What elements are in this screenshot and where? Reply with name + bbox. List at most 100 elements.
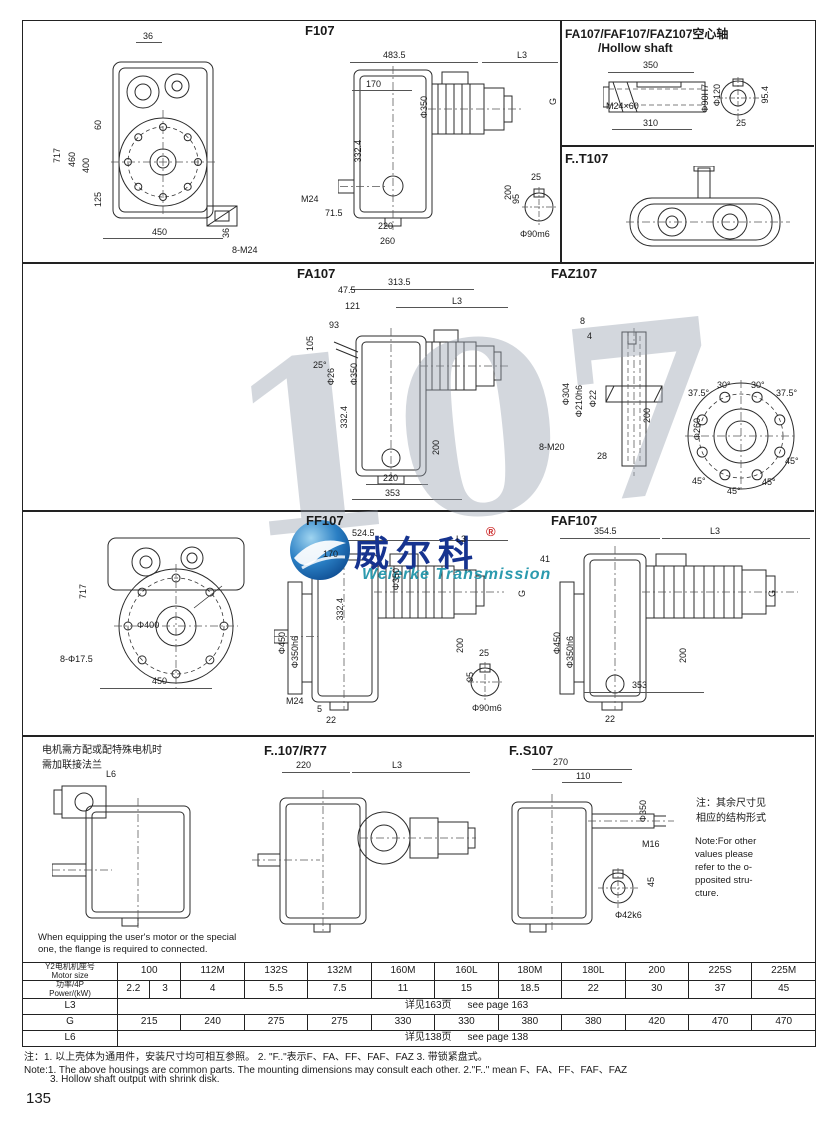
dim-label: 717 bbox=[78, 584, 88, 600]
dim-label: Φ26 bbox=[326, 368, 336, 386]
row-divider-1 bbox=[22, 262, 814, 264]
flange-note-en-line2: one, the flange is required to connected… bbox=[38, 944, 208, 955]
other-note-cn-line2: 相应的结构形式 bbox=[696, 813, 766, 824]
dim-label: M24 bbox=[301, 194, 319, 204]
dim-label: G bbox=[767, 590, 777, 598]
row-divider-3 bbox=[22, 735, 814, 737]
ff107-shaft-section-drawing bbox=[468, 662, 502, 700]
row-divider-2 bbox=[22, 510, 814, 512]
table-cell: 225M bbox=[751, 962, 816, 981]
dim-label: 260 bbox=[380, 236, 396, 246]
dim-label: 37.5° bbox=[688, 388, 710, 398]
dimension-line bbox=[560, 538, 660, 539]
dim-label: 717 bbox=[52, 148, 62, 164]
dim-label: G bbox=[517, 590, 527, 598]
dim-label: 105 bbox=[305, 336, 315, 352]
page-number: 135 bbox=[26, 1090, 52, 1107]
panel-title-ff107: FF107 bbox=[306, 513, 344, 528]
dim-label: Φ350 bbox=[638, 800, 648, 823]
table-cell: 380 bbox=[561, 1014, 626, 1031]
dim-label: 450 bbox=[152, 676, 168, 686]
dim-label: 28 bbox=[597, 451, 608, 461]
dim-label: G bbox=[548, 98, 558, 106]
panel-title-fa107: FA107 bbox=[297, 266, 336, 281]
panel-title-f107: F107 bbox=[305, 23, 335, 38]
dim-label: 125 bbox=[93, 192, 103, 208]
dimension-line bbox=[352, 499, 462, 500]
dim-label: 350 bbox=[643, 60, 659, 70]
dim-label: 36 bbox=[221, 228, 231, 239]
flange-note-cn-line2: 需加联接法兰 bbox=[42, 760, 102, 771]
dim-label: 30° bbox=[751, 380, 765, 390]
table-cell: 215 bbox=[116, 1014, 182, 1031]
footnote-cn: 注：1. 以上壳体为通用件，安装尺寸均可相互参照。 2. "F.."表示F、FA… bbox=[24, 1052, 488, 1063]
dim-label: Φ350 bbox=[419, 96, 429, 119]
table-cell: 112M bbox=[180, 962, 245, 981]
table-cell: 2.2 bbox=[117, 980, 150, 999]
hollow-panel-divider bbox=[560, 145, 814, 147]
panel-title-fr77: F..107/R77 bbox=[264, 743, 327, 758]
dim-label: 8-M20 bbox=[539, 442, 565, 452]
dimension-line bbox=[584, 692, 704, 693]
dim-label: 460 bbox=[67, 152, 77, 168]
dim-label: Φ450 bbox=[552, 632, 562, 655]
panel-title-faz107: FAZ107 bbox=[551, 266, 598, 281]
other-note-en-line2: values please bbox=[695, 849, 754, 860]
registered-mark: ® bbox=[486, 524, 496, 539]
dim-label: 524.5 bbox=[352, 528, 375, 538]
panel-title-ft107: F..T107 bbox=[565, 151, 609, 166]
dim-label: Φ90m6 bbox=[520, 229, 550, 239]
table-cell: 160L bbox=[434, 962, 499, 981]
dim-label: 313.5 bbox=[388, 277, 411, 287]
dim-label: L3 bbox=[710, 526, 721, 536]
dimension-line bbox=[482, 62, 558, 63]
dim-label: 170 bbox=[323, 549, 339, 559]
dim-label: 170 bbox=[366, 79, 382, 89]
dimension-line bbox=[532, 769, 632, 770]
dim-label: 37.5° bbox=[776, 388, 798, 398]
dim-label: 110 bbox=[576, 771, 591, 781]
dim-label: 95 bbox=[511, 194, 521, 205]
table-cell: 11 bbox=[370, 980, 436, 999]
dim-label: 220 bbox=[378, 221, 394, 231]
dim-label: 45° bbox=[692, 476, 706, 486]
table-cell: 100 bbox=[116, 962, 182, 981]
dim-label: 47.5 bbox=[338, 285, 356, 295]
dim-label: 4 bbox=[587, 331, 593, 341]
table-cell: 180L bbox=[561, 962, 626, 981]
dim-label: 95 bbox=[465, 672, 475, 683]
dim-label: Φ350 bbox=[391, 568, 401, 591]
f107-shaft-section-drawing bbox=[522, 187, 556, 225]
dimension-line bbox=[352, 90, 412, 91]
dim-label: 25 bbox=[736, 118, 747, 128]
other-note-en-line5: cture. bbox=[695, 888, 719, 899]
dim-label: Φ22 bbox=[588, 390, 598, 408]
dimension-line bbox=[608, 72, 694, 73]
dim-label: 5 bbox=[317, 704, 323, 714]
flange-unit-drawing bbox=[52, 785, 191, 928]
watermark-brand-en: Weierke Transmission bbox=[362, 566, 552, 583]
other-note-en-line3: refer to the o- bbox=[695, 862, 753, 873]
dim-label: 220 bbox=[383, 473, 399, 483]
col-divider-top bbox=[560, 20, 562, 263]
dim-label: Φ90H7 bbox=[700, 84, 710, 113]
table-cell: 200 bbox=[624, 962, 689, 981]
other-note-en-line1: Note:For other bbox=[695, 836, 757, 847]
dim-label: 8-Φ17.5 bbox=[60, 654, 93, 664]
table-cell: 15 bbox=[434, 980, 499, 999]
table-cell: 22 bbox=[561, 980, 626, 999]
dim-label: 45° bbox=[785, 456, 799, 466]
dim-label: 93 bbox=[329, 320, 340, 330]
dim-label: Φ350h6 bbox=[290, 636, 300, 669]
dimension-line bbox=[612, 129, 692, 130]
dim-label: M24 bbox=[286, 696, 304, 706]
table-cell: 132M bbox=[307, 962, 372, 981]
